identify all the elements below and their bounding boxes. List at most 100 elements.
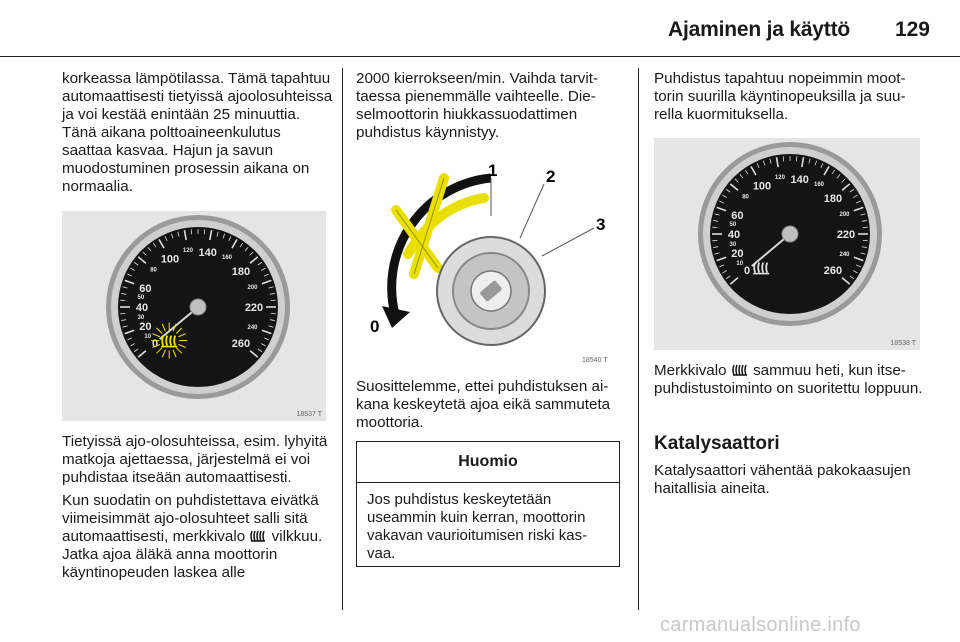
gauge-tick [719,264,725,268]
gauge-label: 20 [139,321,151,333]
figure-code: 18540 T [582,357,608,364]
gauge-tick [261,329,272,335]
gauge-tick [122,325,128,328]
gauge-tick [263,273,269,277]
glow-ray [172,323,177,332]
gauge-tick [860,213,866,216]
glow-ray [152,343,161,348]
gauge-tick [725,188,731,193]
gauge-hub [781,225,799,243]
gauge-tick [130,343,135,347]
glow-ray [161,349,166,358]
position-label-0: 0 [370,317,379,336]
gauge-tick [836,173,841,179]
gauge-tick [823,166,830,176]
gauge-tick [841,183,851,191]
gauge-label: 260 [232,338,250,350]
diesel-particulate-filter-icon [732,364,747,376]
gauge-tick [849,188,855,193]
gauge-tick [244,246,249,252]
gauge-tick [714,213,720,216]
glow-ray [175,327,183,334]
notice-title: Huomio [357,442,619,483]
gauge-label: 80 [150,268,157,274]
gauge-tick [849,275,855,280]
position-label-2: 2 [546,167,555,186]
glow-ray [152,333,161,338]
gauge-label: 30 [138,315,145,321]
ignition-switch-figure: 1 2 3 0 18540 T [356,156,622,368]
speedometer-illustration: 0204060100140180220260103050801201602002… [698,142,882,326]
gauge-label: 0 [744,265,750,277]
text-fragment: vilkkuu. Jatka ajoa äläkä anna moottorin… [62,528,323,581]
gauge-label: 120 [183,248,194,254]
gauge-tick [820,163,824,169]
filter-warning-light [161,335,177,346]
gauge-tick [228,236,232,242]
gauge-tick [177,231,180,237]
gauge-label: 120 [775,175,786,181]
column-2: 2000 kierrokseen/min. Vaihda tarvit­taes… [356,70,626,142]
gauge-tick [713,246,719,248]
gauge-tick [734,178,739,183]
column-3: Puhdistus tapahtuu nopeimmin moot­torin … [654,70,926,124]
gauge-tick [268,325,274,328]
paragraph: Tietyissä ajo-olosuhteissa, esim. ly­hyi… [62,433,328,486]
gauge-tick [261,279,272,285]
paragraph: Katalysaattori vähentää pakokaasu­jen ha… [654,462,911,497]
gauge-tick [861,220,867,222]
gauge-tick [853,256,864,262]
gauge-tick [209,230,213,241]
section-heading: Katalysaattori [654,433,780,454]
gauge-tick [729,277,739,285]
gauge-label: 180 [232,266,250,278]
gauge-tick [164,236,168,242]
column-1-lower: Tietyissä ajo-olosuhteissa, esim. ly­hyi… [62,433,334,582]
gauge-label: 20 [731,248,743,260]
leader-line [519,183,545,239]
glow-ray [161,323,166,332]
notice-body: Jos puhdistus keskeytetään useammin kuin… [367,491,588,562]
gauge-label: 60 [731,210,743,222]
text-fragment: Merkkivalo [654,362,727,379]
gauge-tick [263,337,269,341]
position-label-1: 1 [488,161,497,180]
gauge-tick [249,251,254,256]
gauge-tick [216,231,219,237]
gauge-tick [239,242,244,248]
gauge-tick [801,157,805,168]
gauge-tick [750,166,757,176]
glow-ray [175,347,183,354]
gauge-tick [762,160,766,166]
glow-ray [172,349,177,358]
gauge-tick [152,242,157,248]
gauge-tick [147,246,152,252]
gauge-tick [756,163,760,169]
gauge-label: 260 [824,265,842,277]
glow-ray [156,327,163,334]
gauge-tick [137,256,147,264]
gauge-label: 0 [152,338,158,350]
gauge-tick [855,200,861,204]
figure-code: 18537 T [296,411,322,418]
figure-code: 18538 T [890,340,916,347]
glow-ray [156,347,163,354]
glow-ray [178,333,187,338]
gauge-label: 40 [136,302,148,314]
gauge-label: 50 [730,222,737,228]
paragraph: korkeassa lämpötilassa. Tämä tapah­tuu a… [62,70,333,195]
gauge-label: 100 [753,181,771,193]
text-fragment: sammuu heti, kun itse­puhdistustoiminto … [654,362,923,397]
gauge-tick [775,157,779,168]
gauge-label: 10 [144,334,151,340]
gauge-tick [860,252,866,255]
gauge-tick [257,261,263,266]
paragraph: 2000 kierrokseen/min. Vaihda tarvit­taes… [356,70,598,141]
gauge-tick [127,337,133,341]
gauge-tick [183,230,187,241]
column-2-lower: Suosittelemme, ettei puhdistuksen ai­kan… [356,378,626,432]
gauge-label: 180 [824,193,842,205]
gauge-tick [853,206,864,212]
gauge-tick [714,252,720,255]
gauge-tick [121,293,127,295]
